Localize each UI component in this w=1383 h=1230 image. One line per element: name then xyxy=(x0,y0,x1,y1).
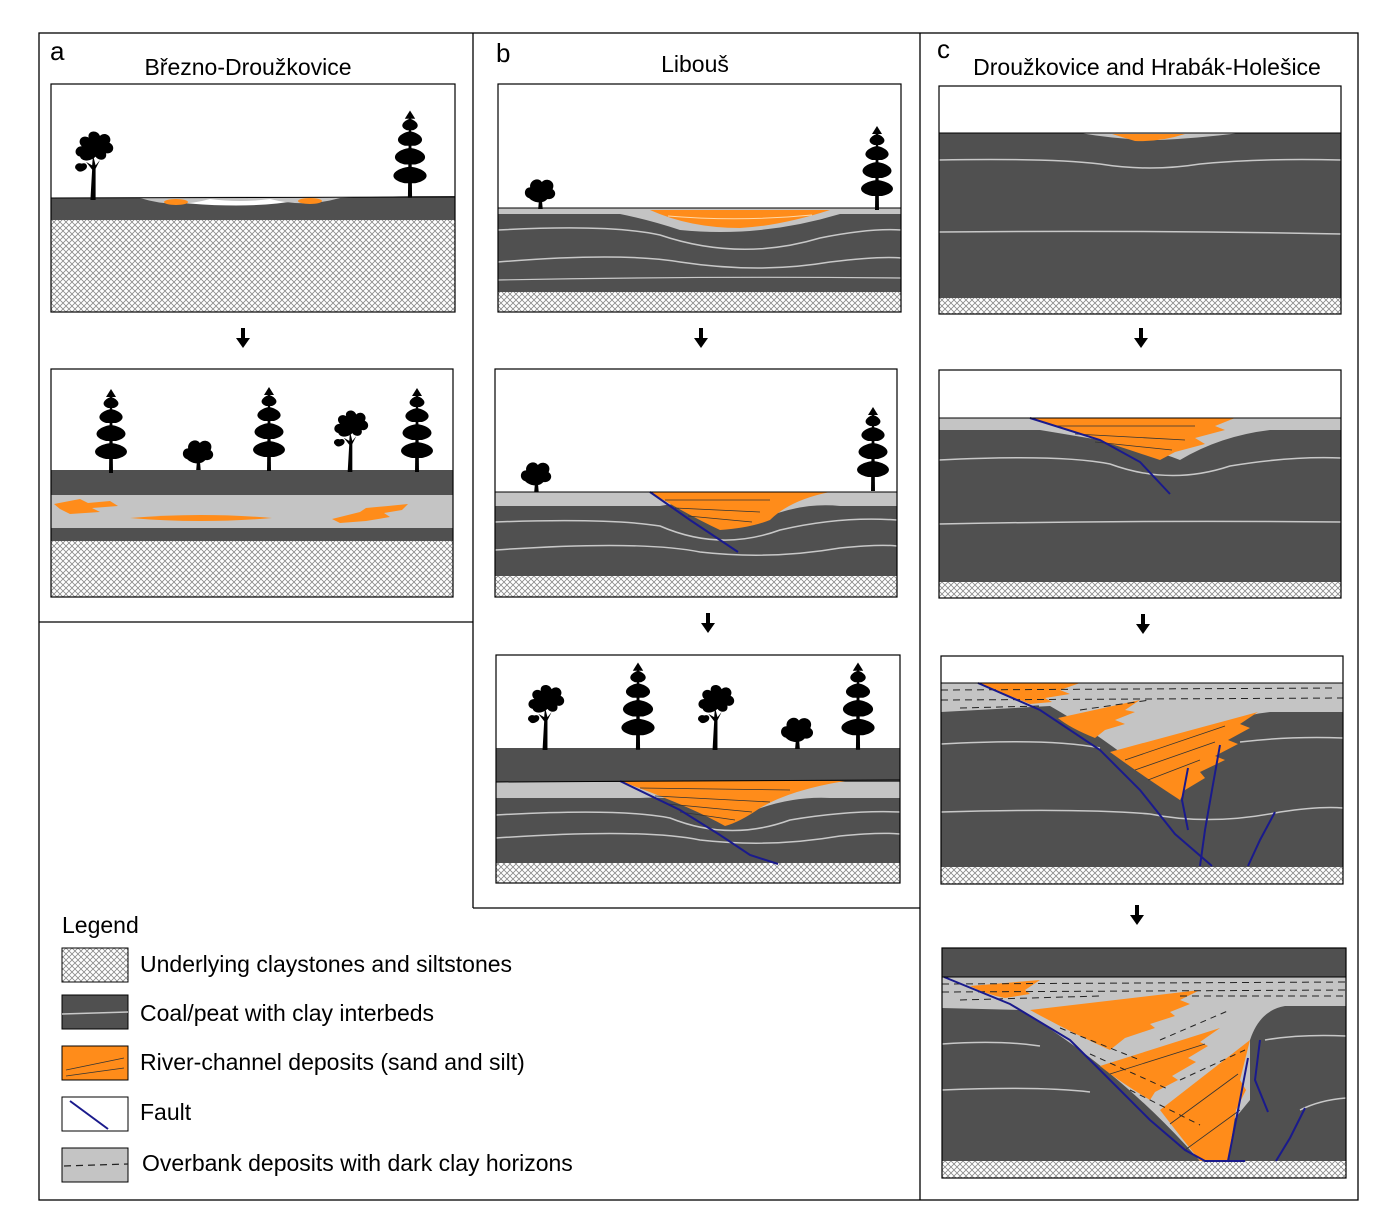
panel-letter-b: b xyxy=(496,38,510,68)
legend-label-claystone: Underlying claystones and siltstones xyxy=(140,951,512,977)
legend-item-overbank: Overbank deposits with dark clay horizon… xyxy=(61,1147,573,1183)
legend-label-coal: Coal/peat with clay interbeds xyxy=(140,1000,434,1026)
legend-item-channel: River-channel deposits (sand and silt) xyxy=(61,1045,525,1081)
down-arrow-icon xyxy=(694,328,708,348)
legend-title: Legend xyxy=(62,912,139,938)
legend-swatch-claystone xyxy=(61,947,129,983)
down-arrow-icon xyxy=(1136,614,1150,634)
section-c1 xyxy=(938,85,1342,315)
panel-title-b: Libouš xyxy=(661,51,729,77)
down-arrow-icon xyxy=(1130,905,1144,925)
section-b2 xyxy=(494,368,898,598)
down-arrow-icon xyxy=(236,328,250,348)
legend-label-overbank: Overbank deposits with dark clay horizon… xyxy=(142,1150,573,1176)
legend-label-fault: Fault xyxy=(140,1099,192,1125)
panel-letter-a: a xyxy=(50,36,65,66)
panel-letter-c: c xyxy=(937,34,950,64)
legend-swatch-overbank xyxy=(61,1147,129,1183)
legend: Legend Underlying claystones and siltsto… xyxy=(61,912,573,1183)
section-b1 xyxy=(497,83,902,313)
section-a1 xyxy=(50,83,456,313)
legend-item-coal: Coal/peat with clay interbeds xyxy=(61,994,434,1030)
section-c3 xyxy=(940,655,1344,885)
legend-swatch-channel xyxy=(61,1045,129,1081)
panel-title-a: Březno-Droužkovice xyxy=(144,54,351,80)
legend-item-claystone: Underlying claystones and siltstones xyxy=(61,947,512,983)
outer-frame xyxy=(38,32,1359,1201)
panel-frames xyxy=(38,32,1359,1201)
section-a2 xyxy=(50,368,454,598)
section-c4 xyxy=(941,947,1347,1179)
legend-item-fault: Fault xyxy=(61,1096,192,1132)
panel-title-c: Droužkovice and Hrabák-Holešice xyxy=(973,54,1321,80)
legend-label-channel: River-channel deposits (sand and silt) xyxy=(140,1049,525,1075)
down-arrow-icon xyxy=(701,613,715,633)
down-arrow-icon xyxy=(1134,328,1148,348)
section-b3 xyxy=(495,654,901,884)
section-c2 xyxy=(938,369,1342,599)
